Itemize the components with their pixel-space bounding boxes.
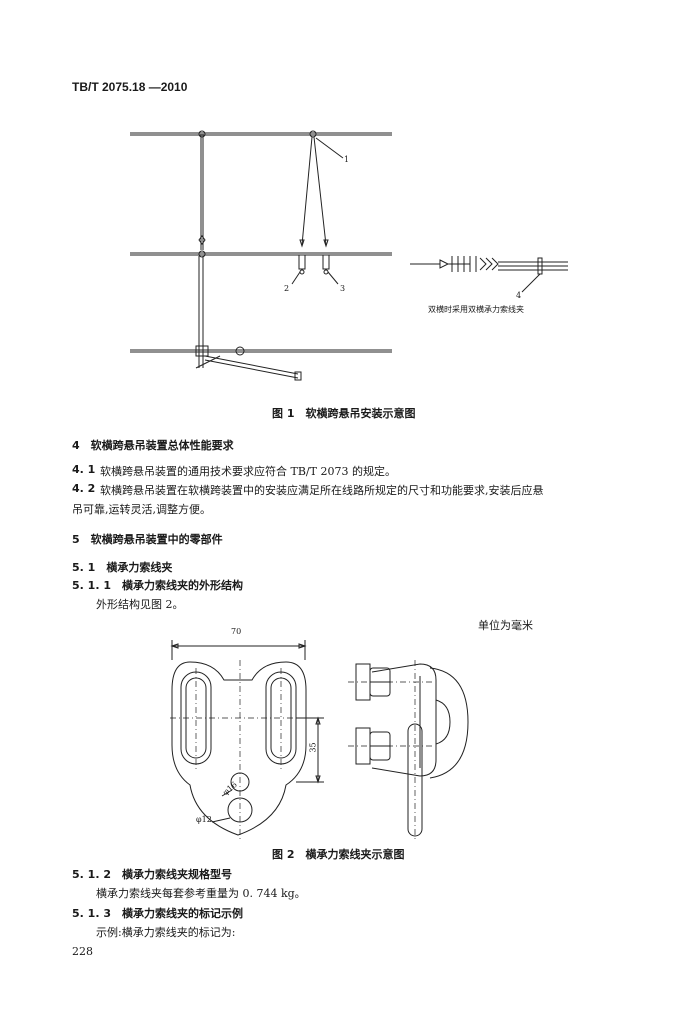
page-number: 228: [72, 945, 93, 958]
callout-2: 2: [284, 284, 290, 293]
section-5-heading: 5 软横跨悬吊装置中的零部件: [72, 533, 223, 546]
clause-5-1-3-text: 示例:横承力索线夹的标记为:: [96, 926, 236, 939]
clause-5-1-2-text: 横承力索线夹每套参考重量为 0. 744 kg。: [96, 887, 306, 900]
standard-number: TB/T 2075.18 —2010: [72, 80, 188, 94]
clause-4-1-number: 4. 1: [72, 463, 96, 476]
clause-5-1-heading: 5. 1 横承力索线夹: [72, 561, 173, 574]
figure-2-drawing: [170, 640, 469, 842]
clause-4-2-text-line2: 吊可靠,运转灵活,调整方便。: [72, 503, 211, 516]
dimension-35: 35: [308, 742, 318, 753]
inset-caption: 双横时采用双横承力索线夹: [428, 305, 524, 314]
clause-5-1-1-heading: 5. 1. 1 横承力索线夹的外形结构: [72, 579, 243, 592]
callout-3: 3: [340, 284, 346, 293]
unit-note: 单位为毫米: [478, 619, 533, 632]
figure-1-drawing: [130, 130, 568, 381]
clause-4-2-text-line1: 软横跨悬吊装置在软横跨装置中的安装应满足所在线路所规定的尺寸和功能要求,安装后应…: [100, 484, 544, 497]
figure-2-caption: 图 2 横承力索线夹示意图: [272, 848, 405, 861]
figure-1-caption: 图 1 软横跨悬吊安装示意图: [272, 407, 416, 420]
dimension-diameter-12: φ12: [196, 815, 212, 824]
clause-4-2-number: 4. 2: [72, 482, 96, 495]
callout-4: 4: [516, 291, 522, 300]
clause-5-1-2-heading: 5. 1. 2 横承力索线夹规格型号: [72, 868, 232, 881]
clause-4-1-text: 软横跨悬吊装置的通用技术要求应符合 TB/T 2073 的规定。: [100, 465, 396, 478]
clause-5-1-1-text: 外形结构见图 2。: [96, 598, 184, 611]
callout-1: 1: [344, 155, 350, 164]
dimension-70: 70: [231, 627, 242, 636]
clause-5-1-3-heading: 5. 1. 3 横承力索线夹的标记示例: [72, 907, 243, 920]
section-4-heading: 4 软横跨悬吊装置总体性能要求: [72, 439, 234, 452]
